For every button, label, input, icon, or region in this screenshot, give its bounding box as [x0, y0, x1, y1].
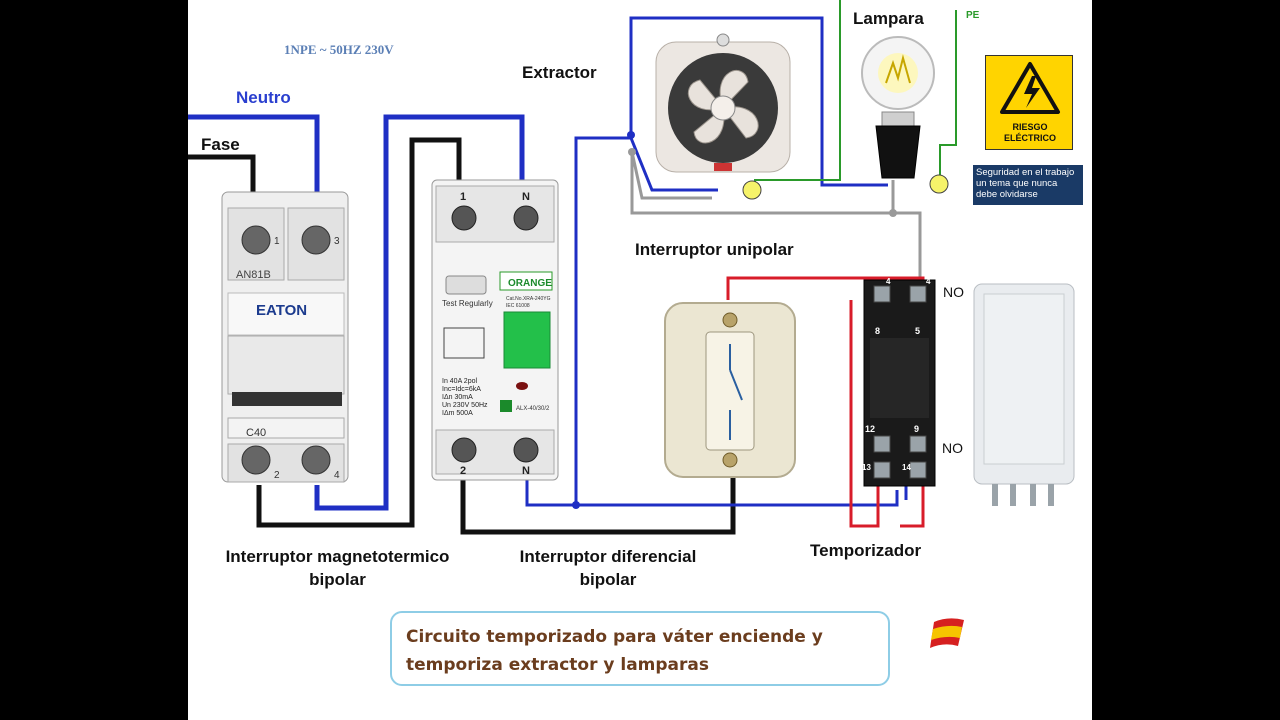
- caption-line-1: Circuito temporizado para váter enciende…: [406, 627, 823, 647]
- wall-switch[interactable]: [662, 300, 798, 480]
- rcd-terminal-top-1: 1: [460, 191, 466, 203]
- neutral-wire-fan: [629, 137, 718, 192]
- neutral-wire-to-loads: [574, 16, 888, 505]
- rcd-test-label: Test Regularly: [442, 299, 493, 308]
- neutral-wire-breaker-to-rcd: [314, 114, 525, 511]
- spain-flag-icon: [930, 618, 964, 648]
- label-extractor: Extractor: [522, 63, 597, 82]
- safety-note: Seguridad en el trabajo un tema que nunc…: [973, 165, 1083, 205]
- phase-wire-breaker-to-rcd: [256, 137, 462, 528]
- label-neutral: Neutro: [236, 88, 291, 107]
- rcd-spec-1: In 40A 2pol: [442, 378, 477, 385]
- neutral-wire-in: [188, 114, 320, 205]
- label-breaker-line-1: Interruptor magnetotermico: [225, 547, 450, 566]
- label-phase: Fase: [201, 135, 240, 154]
- rcd-spec-4: Un 230V 50Hz: [442, 402, 488, 409]
- timer-terminal-5: 5: [915, 326, 920, 336]
- return-wire-fan: [630, 151, 712, 200]
- earth-terminal-fan: [742, 180, 762, 200]
- return-lamp-dot: [889, 209, 897, 217]
- label-rcd-line-2: bipolar: [579, 570, 637, 589]
- label-lamp: Lampara: [853, 9, 924, 28]
- breaker-model: AN81B: [236, 269, 271, 281]
- electrical-warning-sign: RIESGO ELÉCTRICO: [985, 55, 1073, 150]
- rcd-brand: ORANGE: [508, 278, 552, 289]
- rcd-model: ALX-40/30/2: [516, 406, 550, 412]
- caption-line-2: temporiza extractor y lamparas: [406, 655, 710, 675]
- label-rcd: Interruptor diferencial bipolar: [498, 545, 718, 591]
- label-no-bottom: NO: [942, 440, 963, 456]
- caption-box: Circuito temporizado para váter enciende…: [390, 611, 890, 686]
- label-breaker-line-2: bipolar: [309, 570, 366, 589]
- timer-terminal-13: 13: [862, 463, 871, 472]
- label-no-top: NO: [943, 284, 964, 300]
- light-bulb[interactable]: [858, 28, 938, 188]
- rcd-iec: IEC 61008: [506, 303, 530, 309]
- supply-spec: 1NPE ~ 50HZ 230V: [284, 42, 394, 57]
- phase-wire-in: [188, 154, 256, 205]
- return-wire-loads: [630, 152, 922, 280]
- timer-terminal-14: 14: [902, 463, 911, 472]
- breaker-terminal-1: 1: [274, 236, 280, 247]
- rcd-terminal-top-n: N: [522, 191, 530, 203]
- rcd-cat-number: Cat.No.XRA-240YG: [506, 296, 551, 302]
- timer-wire-a1: [849, 300, 880, 528]
- timer-socket-base[interactable]: 4 4 8 5 12 9 13 14 A1 A2: [862, 278, 937, 488]
- high-voltage-icon: [1000, 62, 1060, 114]
- rcd-terminal-bottom-2: 2: [460, 465, 466, 477]
- breaker-terminal-4: 4: [334, 470, 340, 481]
- timer-terminal-12: 12: [865, 424, 875, 434]
- rcd-spec-2: Inc=Idc=6kA: [442, 386, 481, 393]
- label-earth: PE: [966, 10, 980, 21]
- rcd-spec-5: IΔm 500A: [442, 410, 473, 417]
- residual-current-device[interactable]: 1 N ORANGE Test Regularly Cat.No.XRA-240…: [430, 178, 560, 483]
- breaker-brand: EATON: [256, 302, 307, 319]
- label-breaker: Interruptor magnetotermico bipolar: [200, 545, 475, 591]
- label-timer: Temporizador: [810, 541, 922, 560]
- extractor-fan[interactable]: [650, 30, 795, 180]
- warning-line-1: RIESGO: [1012, 122, 1048, 132]
- timer-terminal-8: 8: [875, 326, 880, 336]
- neutral-wire-bus: [525, 470, 899, 507]
- timer-terminal-4b: 4: [926, 278, 931, 286]
- rcd-terminal-bottom-n: N: [522, 465, 530, 477]
- label-single-pole-switch: Interruptor unipolar: [635, 240, 794, 259]
- return-junction-dot: [628, 148, 636, 156]
- breaker-terminal-3: 3: [334, 236, 340, 247]
- timer-terminal-9: 9: [914, 424, 919, 434]
- timer-relay-module: [973, 283, 1075, 506]
- breaker-terminal-2: 2: [274, 470, 280, 481]
- label-rcd-line-1: Interruptor diferencial: [519, 547, 697, 566]
- neutral-junction-dot: [572, 501, 580, 509]
- timer-terminal-4a: 4: [886, 278, 891, 286]
- breaker-rating: C40: [246, 427, 266, 439]
- rcd-spec-3: IΔn 30mA: [442, 394, 473, 401]
- earth-terminal-lamp: [929, 174, 949, 194]
- circuit-breaker[interactable]: AN81B EATON C40 1 3 2 4: [218, 188, 353, 488]
- fan-junction-dot: [627, 131, 635, 139]
- warning-line-2: ELÉCTRICO: [1003, 133, 1056, 143]
